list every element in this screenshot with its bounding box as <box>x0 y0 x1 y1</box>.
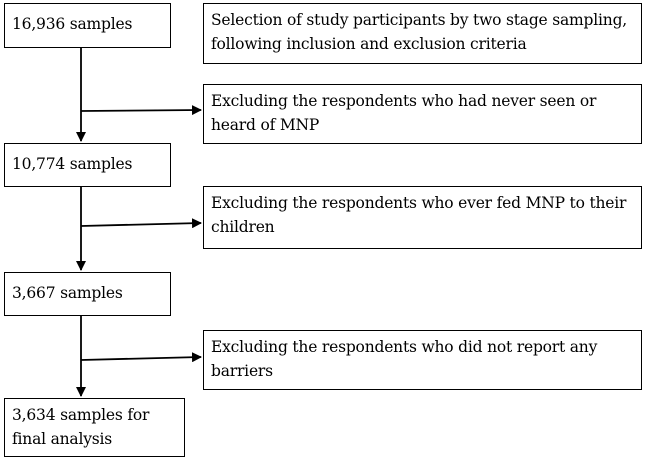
sample-count-box-3: 3,667 samples <box>4 272 171 316</box>
sample-count-text-2: 10,774 samples <box>12 155 133 173</box>
side-arrow-2 <box>80 218 202 229</box>
exclusion-text-2: Excluding the respondents who ever fed M… <box>211 194 627 236</box>
side-arrow-3 <box>80 352 202 363</box>
exclusion-text-1: Excluding the respondents who had never … <box>211 92 597 134</box>
sample-count-text-3: 3,667 samples <box>12 284 123 302</box>
selection-step-box: Selection of study participants by two s… <box>203 3 642 64</box>
final-sample-text: 3,634 samples for final analysis <box>12 406 150 448</box>
exclusion-box-1: Excluding the respondents who had never … <box>203 84 642 144</box>
exclusion-box-2: Excluding the respondents who ever fed M… <box>203 186 642 249</box>
side-arrow-1 <box>80 105 202 116</box>
sample-count-text-1: 16,936 samples <box>12 15 133 33</box>
sample-count-box-2: 10,774 samples <box>4 143 171 187</box>
exclusion-box-3: Excluding the respondents who did not re… <box>203 330 642 390</box>
exclusion-text-3: Excluding the respondents who did not re… <box>211 338 598 380</box>
sample-count-box-1: 16,936 samples <box>4 3 171 48</box>
selection-step-text: Selection of study participants by two s… <box>211 11 628 53</box>
final-sample-box: 3,634 samples for final analysis <box>4 398 185 457</box>
